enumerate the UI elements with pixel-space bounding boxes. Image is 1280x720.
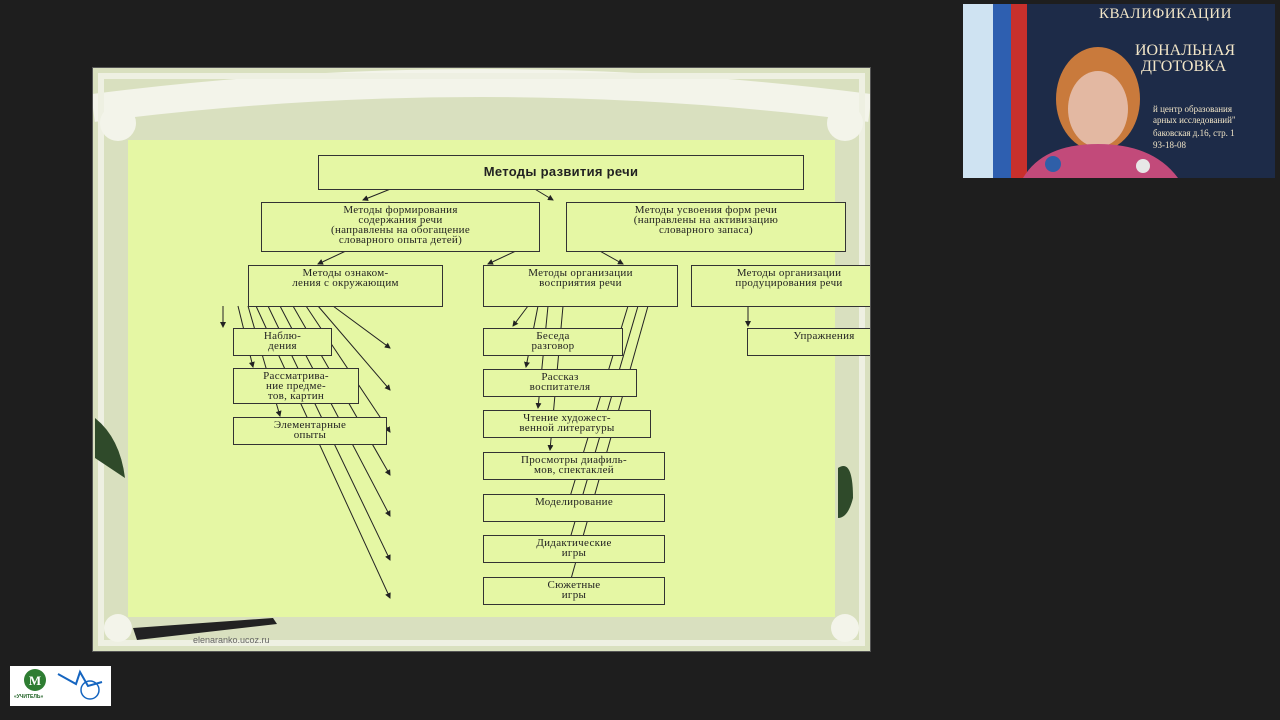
webcam-banner-line: ДГОТОВКА bbox=[1141, 58, 1227, 75]
webcam-banner-line: 93-18-08 bbox=[1153, 140, 1186, 150]
webcam-banner-line: баковская д.16, стр. 1 bbox=[1153, 128, 1235, 138]
familiarization-methods-box: Методы ознаком- ления с окружающим bbox=[248, 265, 443, 307]
webcam-video: КВАЛИФИКАЦИИ ИОНАЛЬНАЯ ДГОТОВКА й центр … bbox=[963, 4, 1275, 178]
presenter-image bbox=[963, 4, 1275, 178]
left-method-observation: Наблю- дения bbox=[233, 328, 332, 356]
webcam-banner-line: й центр образования bbox=[1153, 104, 1232, 114]
right-method-exercises: Упражнения bbox=[747, 328, 870, 356]
slide-watermark: elenaranko.ucoz.ru bbox=[193, 635, 270, 645]
logo-caption: «УЧИТЕЛЬ» bbox=[14, 694, 44, 700]
form-methods-box: Методы усвоения форм речи (направлены на… bbox=[566, 202, 846, 252]
center-method-modeling: Моделирование bbox=[483, 494, 665, 522]
content-methods-box: Методы формирования содержания речи (нап… bbox=[261, 202, 540, 252]
center-method-reading: Чтение художест- венной литературы bbox=[483, 410, 651, 438]
center-method-didactic-games: Дидактические игры bbox=[483, 535, 665, 563]
diagram-title: Методы развития речи bbox=[318, 155, 804, 190]
center-method-plot-games: Сюжетные игры bbox=[483, 577, 665, 605]
production-methods-box: Методы организации продуцирования речи bbox=[691, 265, 870, 307]
center-method-teacher-story: Рассказ воспитателя bbox=[483, 369, 637, 397]
center-method-screenings: Просмотры диафиль- мов, спектаклей bbox=[483, 452, 665, 480]
logo-emblem-icon: M bbox=[24, 669, 103, 700]
webcam-banner-line: арных исследований" bbox=[1153, 115, 1236, 125]
presentation-slide: Методы развития речи Методы формирования… bbox=[93, 68, 870, 651]
left-method-experiments: Элементарные опыты bbox=[233, 417, 387, 445]
publisher-logo: M «УЧИТЕЛЬ» bbox=[10, 666, 111, 706]
webcam-banner-line: ИОНАЛЬНАЯ bbox=[1135, 42, 1236, 59]
left-method-examination: Рассматрива- ние предме- тов, картин bbox=[233, 368, 359, 404]
center-method-conversation: Беседа разговор bbox=[483, 328, 623, 356]
svg-text:M: M bbox=[29, 673, 41, 688]
perception-methods-box: Методы организации восприятия речи bbox=[483, 265, 678, 307]
webcam-banner-line: КВАЛИФИКАЦИИ bbox=[1099, 6, 1232, 22]
methods-diagram: Методы развития речи Методы формирования… bbox=[128, 140, 870, 617]
